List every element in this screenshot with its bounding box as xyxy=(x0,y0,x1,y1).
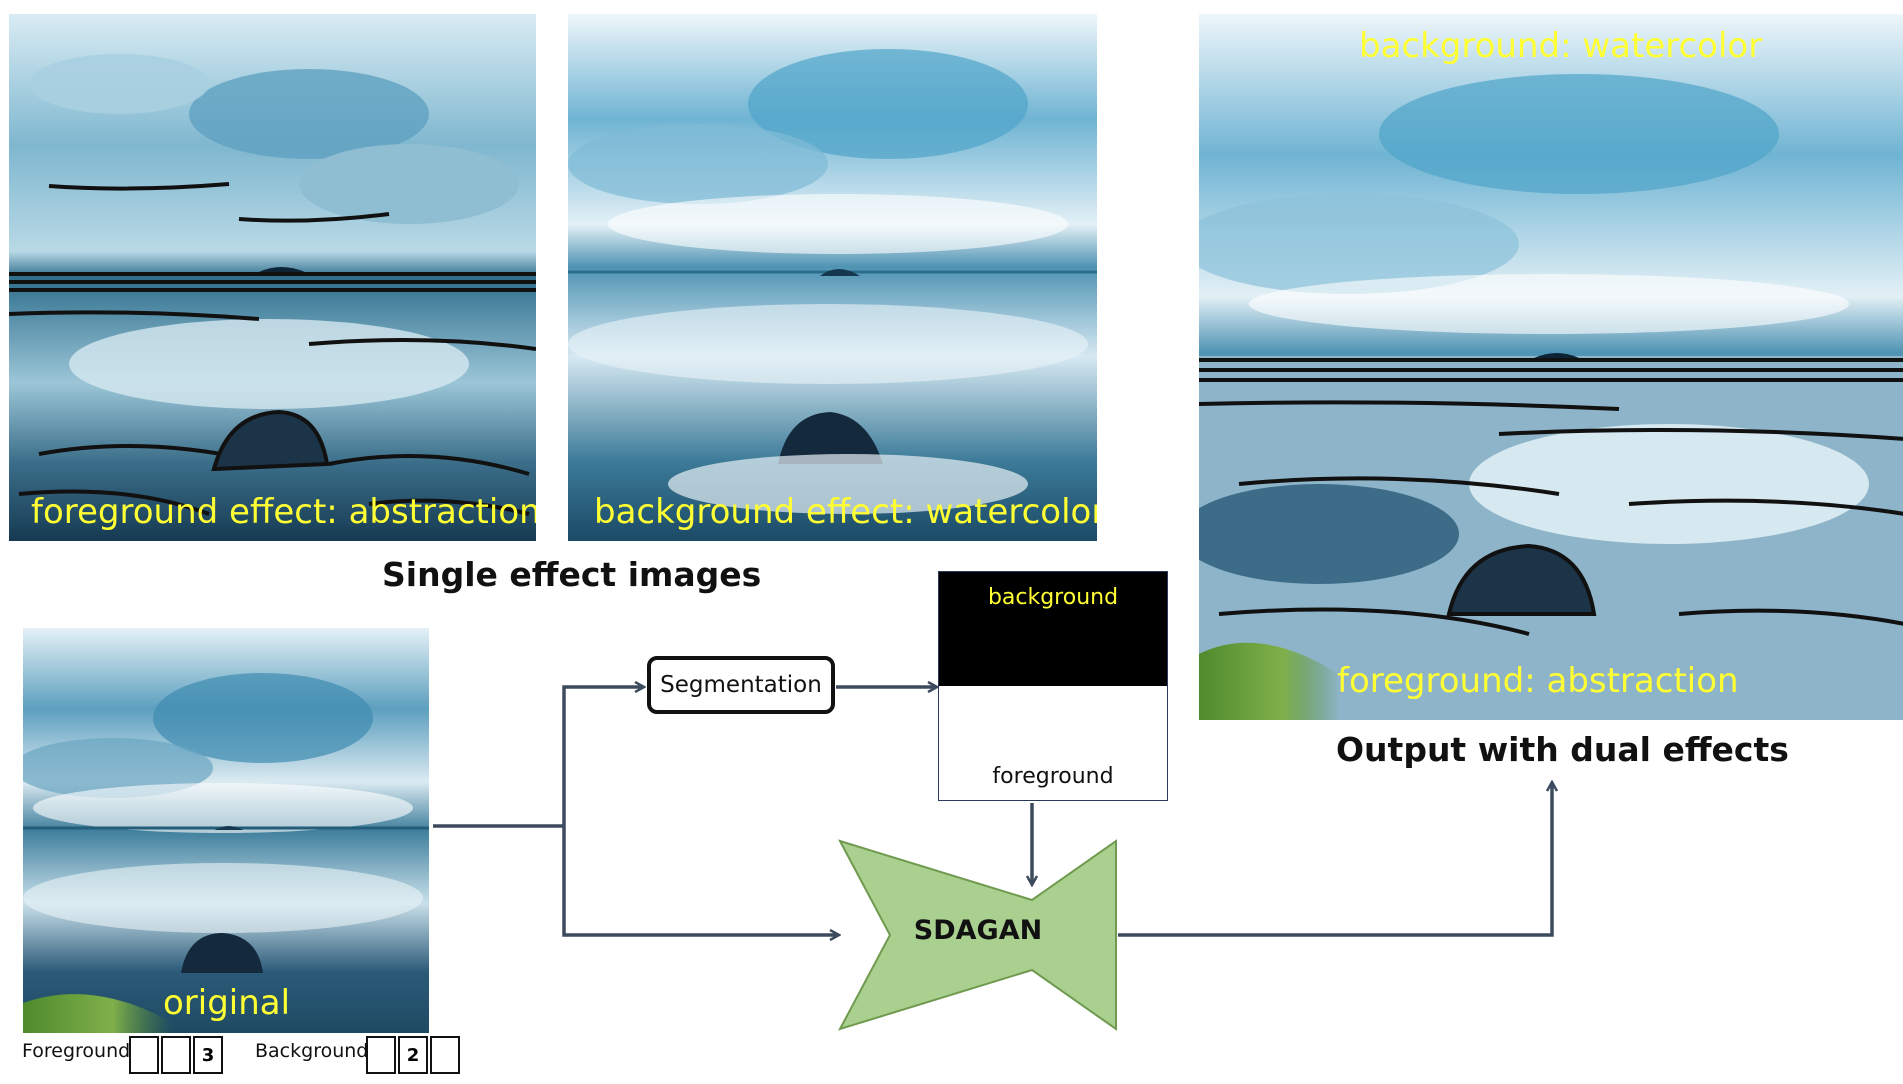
background-cell-3[interactable] xyxy=(430,1036,460,1074)
watercolor-caption: background effect: watercolor xyxy=(594,492,1097,532)
foreground-cell-3[interactable]: 3 xyxy=(193,1036,223,1074)
segmentation-mask: background foreground xyxy=(938,571,1168,801)
output-background-caption: background: watercolor xyxy=(1359,26,1763,66)
dual-effect-title: Output with dual effects xyxy=(1336,730,1789,769)
segmentation-box: Segmentation xyxy=(647,656,835,714)
background-cell-1[interactable] xyxy=(366,1036,396,1074)
abstraction-caption: foreground effect: abstraction xyxy=(31,492,536,532)
output-foreground-caption: foreground: abstraction xyxy=(1337,661,1739,701)
sdagan-to-output-arrow xyxy=(1118,783,1552,937)
background-cell-2[interactable]: 2 xyxy=(398,1036,428,1074)
sdagan-label: SDAGAN xyxy=(913,915,1043,946)
segmentation-label: Segmentation xyxy=(660,672,822,698)
single-effect-title: Single effect images xyxy=(382,555,762,594)
watercolor-scene-graphic xyxy=(568,14,1097,541)
abstraction-effect-image: foreground effect: abstraction xyxy=(9,14,536,541)
watercolor-effect-image: background effect: watercolor xyxy=(568,14,1097,541)
dual-effect-output-image: background: watercolor foreground: abstr… xyxy=(1199,14,1903,720)
foreground-selector-label: Foreground xyxy=(22,1040,131,1062)
mask-foreground-label: foreground xyxy=(992,764,1114,789)
dual-effect-scene-graphic xyxy=(1199,14,1903,720)
background-selector-label: Background xyxy=(255,1040,369,1062)
split-to-sdagan-arrow xyxy=(562,826,838,935)
mask-background-region xyxy=(939,572,1167,686)
original-caption: original xyxy=(163,983,291,1023)
original-image: original xyxy=(23,628,429,1033)
sdagan-bowtie-shape xyxy=(837,839,1117,1031)
abstraction-scene-graphic xyxy=(9,14,536,541)
foreground-cell-2[interactable] xyxy=(161,1036,191,1074)
mask-background-label: background xyxy=(987,585,1119,610)
original-scene-graphic xyxy=(23,628,429,1033)
foreground-cell-1[interactable] xyxy=(129,1036,159,1074)
split-to-segmentation-arrow xyxy=(562,687,643,826)
